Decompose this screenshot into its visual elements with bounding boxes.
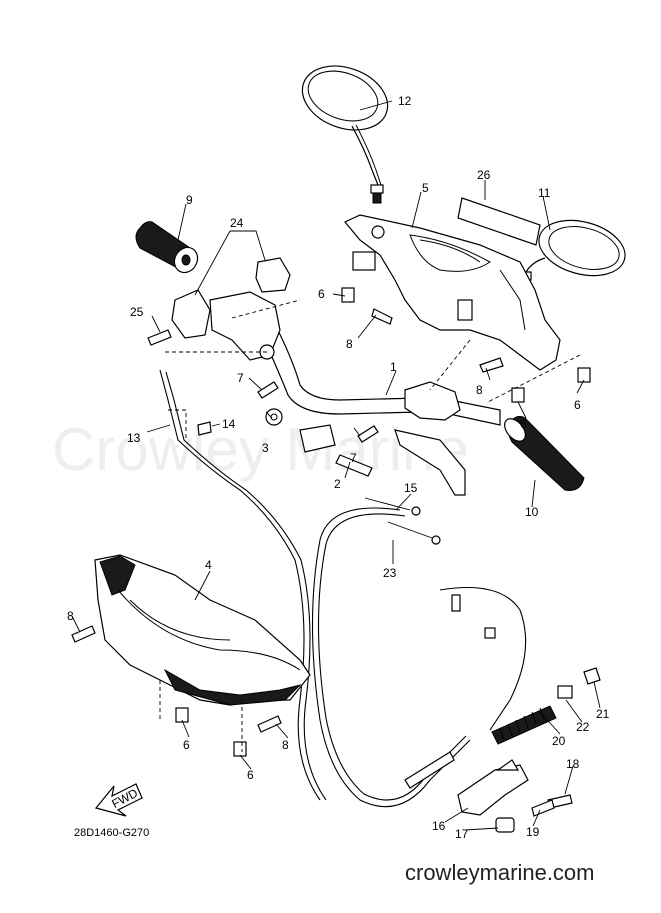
callout-13: 13 — [127, 431, 141, 445]
callout-6d: 6 — [183, 738, 190, 752]
front-cover[interactable] — [94, 554, 311, 706]
callout-labels: 12 11 26 5 9 24 25 6 8 1 7 8 6 6 14 13 3… — [67, 94, 610, 841]
callout-8b: 8 — [476, 383, 483, 397]
callout-9: 9 — [186, 193, 193, 207]
cable-ends — [364, 497, 496, 639]
callout-15: 15 — [404, 481, 418, 495]
callout-1: 1 — [390, 360, 397, 374]
brake-lever-assembly[interactable] — [394, 381, 466, 496]
callout-4: 4 — [205, 558, 212, 572]
callout-16: 16 — [432, 819, 446, 833]
callout-23: 23 — [383, 566, 397, 580]
left-grip[interactable] — [135, 221, 202, 277]
callout-21: 21 — [596, 707, 610, 721]
callout-26: 26 — [477, 168, 491, 182]
clip-nuts — [175, 287, 591, 757]
callout-6b: 6 — [520, 417, 527, 431]
leader-lines — [72, 100, 601, 831]
right-grip[interactable] — [501, 415, 585, 491]
callout-22: 22 — [576, 720, 590, 734]
callout-6c: 6 — [574, 398, 581, 412]
callout-18: 18 — [566, 757, 580, 771]
adjuster-nut[interactable] — [557, 667, 601, 699]
callout-7b: 7 — [350, 451, 357, 465]
mirror-left[interactable] — [293, 55, 396, 204]
callout-8a: 8 — [346, 337, 353, 351]
watermark-text: Crowley Marine — [52, 416, 469, 483]
guide-lines — [159, 299, 581, 752]
diagram-code: 28D1460-G270 — [74, 827, 149, 839]
spring[interactable] — [491, 705, 557, 745]
handlebar-bracket[interactable] — [344, 214, 561, 371]
callout-3: 3 — [262, 441, 269, 455]
callout-8c: 8 — [67, 609, 74, 623]
brake-cable[interactable] — [311, 507, 527, 808]
handlebar-clamp[interactable] — [265, 408, 373, 477]
callout-17: 17 — [455, 827, 469, 841]
callout-10: 10 — [525, 505, 539, 519]
callout-19: 19 — [526, 825, 540, 839]
callout-6a: 6 — [318, 287, 325, 301]
site-label: crowleymarine.com — [405, 860, 595, 885]
callout-12: 12 — [398, 94, 412, 108]
callout-2: 2 — [334, 477, 341, 491]
callout-25: 25 — [130, 305, 144, 319]
fwd-arrow-icon: FWD — [94, 783, 143, 817]
callout-24: 24 — [230, 216, 244, 230]
callout-5: 5 — [422, 181, 429, 195]
handlebar[interactable] — [249, 299, 501, 426]
reflector-plate[interactable] — [457, 197, 541, 246]
callout-6e: 6 — [247, 768, 254, 782]
callout-11: 11 — [538, 186, 551, 200]
throttle-cable[interactable] — [159, 369, 327, 801]
callout-8d: 8 — [282, 738, 289, 752]
cable-adjuster — [404, 751, 455, 789]
callout-20: 20 — [552, 734, 566, 748]
callout-14: 14 — [222, 417, 236, 431]
callout-7a: 7 — [237, 371, 244, 385]
switch-housing[interactable] — [171, 257, 291, 361]
cable-bracket[interactable] — [457, 759, 573, 833]
